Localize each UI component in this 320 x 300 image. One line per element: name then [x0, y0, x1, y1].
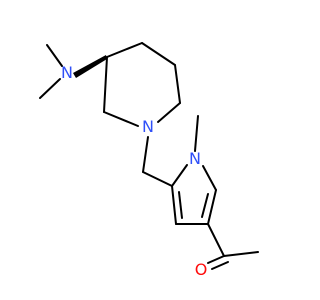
atom-pyrrole-n: N: [189, 149, 201, 168]
bond-ring-3: [174, 64, 181, 104]
atom-carbonyl-o: O: [195, 260, 208, 279]
bond-stereo-wedge: [73, 55, 107, 78]
bond-pyrrole-5-inner: [178, 191, 183, 219]
molecule-structure: N N N O: [39, 42, 259, 279]
bond-pyrrole-2: [202, 165, 217, 191]
bond-ring-1: [106, 42, 143, 58]
bonds: [39, 42, 259, 270]
bond-ring-5: [103, 111, 139, 127]
molecule-canvas: N N N O: [39, 42, 259, 279]
atom-amine-n: N: [61, 63, 73, 82]
atom-ring-n: N: [142, 117, 154, 136]
bond-ch2-pyrrole: [142, 171, 173, 187]
bond-pyrrole-3: [207, 189, 217, 225]
atom-labels: N N N O: [61, 63, 207, 279]
bond-ring-carbonyl: [207, 223, 225, 257]
bond-pyrrole-5: [171, 185, 177, 225]
bond-carbonyl-o-1: [207, 255, 225, 264]
bond-ring-2: [141, 42, 176, 66]
bond-nme-left: [39, 78, 61, 99]
bond-n-methyl: [194, 115, 199, 152]
bond-carbonyl-o-2: [211, 261, 229, 270]
bond-ring-4: [157, 102, 181, 123]
bond-pyrrole-3-inner: [201, 193, 209, 218]
bond-ring-6: [103, 56, 108, 113]
bond-carbonyl-methyl: [223, 251, 259, 257]
bond-pyrrole-1: [171, 164, 188, 187]
bond-ring-n-ch2: [142, 136, 149, 173]
bond-nme-top: [46, 44, 63, 67]
